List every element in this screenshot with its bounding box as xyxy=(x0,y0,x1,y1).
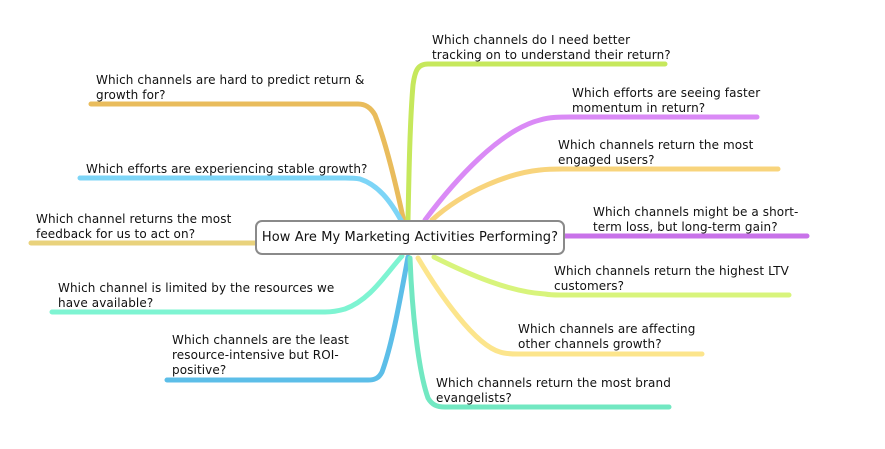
branch-node-right-7[interactable]: Which channels return the most brand eva… xyxy=(436,376,671,405)
branch-node-right-1[interactable]: Which channels do I need better tracking… xyxy=(432,33,671,62)
branch-node-left-5[interactable]: Which channels are the least resource-in… xyxy=(172,333,349,377)
branch-node-left-3[interactable]: Which channel returns the most feedback … xyxy=(36,212,232,241)
branch-node-right-3[interactable]: Which channels return the most engaged u… xyxy=(558,138,754,167)
branch-node-left-2[interactable]: Which efforts are experiencing stable gr… xyxy=(86,162,368,176)
branch-line-right-3 xyxy=(429,166,781,223)
central-topic-label: How Are My Marketing Activities Performi… xyxy=(261,230,559,245)
branch-line-right-5 xyxy=(431,254,792,298)
branch-node-right-6[interactable]: Which channels are affecting other chann… xyxy=(518,322,696,351)
branch-node-right-5[interactable]: Which channels return the highest LTV cu… xyxy=(554,264,789,293)
branch-line-left-5 xyxy=(164,254,411,383)
branch-node-right-4[interactable]: Which channels might be a short- term lo… xyxy=(593,205,799,234)
branch-line-right-6 xyxy=(415,255,705,357)
central-topic-node[interactable]: How Are My Marketing Activities Performi… xyxy=(255,220,565,255)
branch-node-left-4[interactable]: Which channel is limited by the resource… xyxy=(58,281,335,310)
branch-line-left-4 xyxy=(49,253,405,315)
branch-line-right-1 xyxy=(405,61,668,223)
branch-line-left-1 xyxy=(88,101,407,225)
branch-node-left-1[interactable]: Which channels are hard to predict retur… xyxy=(96,73,365,102)
branch-node-right-2[interactable]: Which efforts are seeing faster momentum… xyxy=(572,86,761,115)
branch-line-right-2 xyxy=(422,114,760,223)
branch-line-right-7 xyxy=(407,255,672,410)
branch-line-left-2 xyxy=(77,175,405,225)
